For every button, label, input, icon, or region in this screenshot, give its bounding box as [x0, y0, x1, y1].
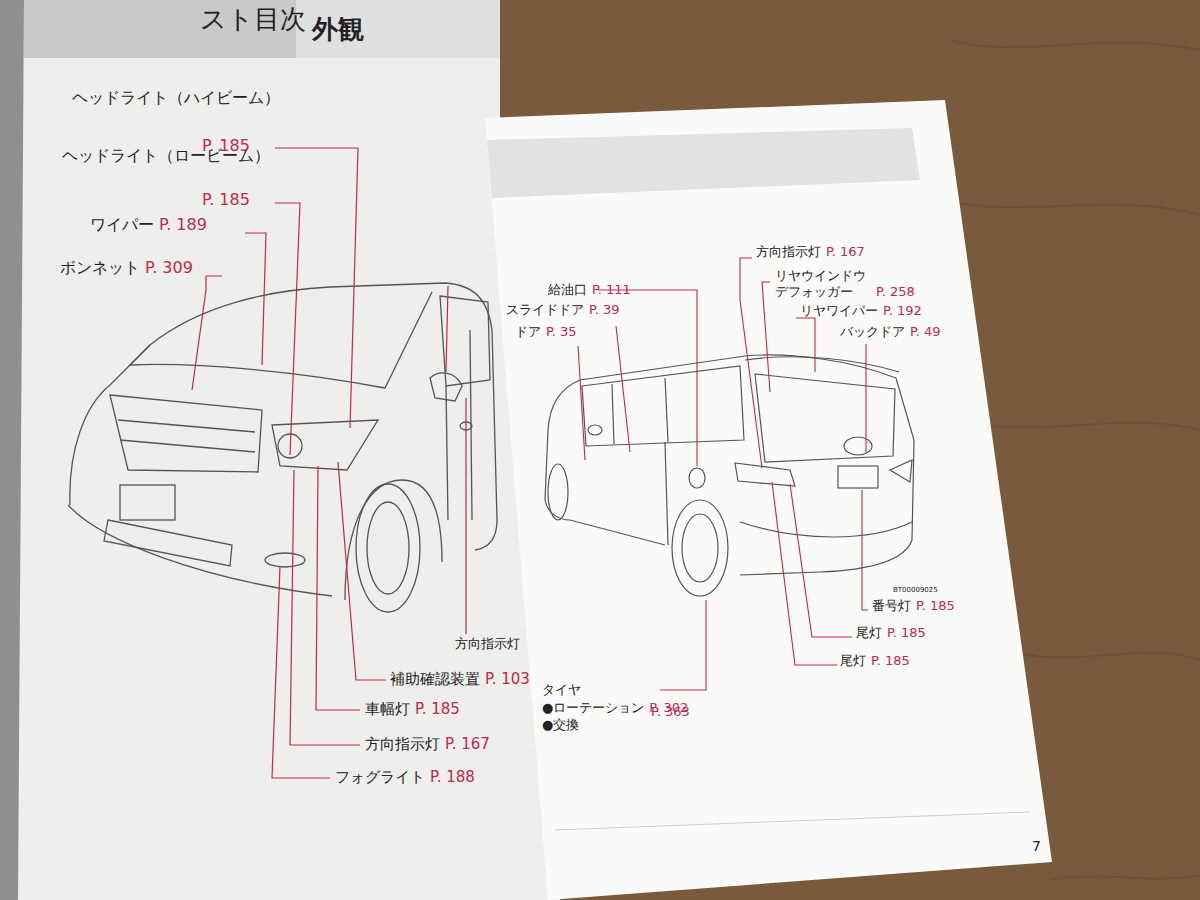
part-name: ●交換 [542, 717, 579, 732]
part-name: フォグライト [335, 768, 425, 786]
page-reference: P. 35 [546, 324, 577, 339]
part-name: タイヤ [542, 682, 581, 697]
page-reference: P. 167 [445, 735, 490, 753]
callout-row: ドア P. 35 [515, 324, 577, 340]
part-name: 方向指示灯 [455, 636, 520, 651]
callout-label: 番号灯 P. 185 [872, 598, 955, 614]
part-name: ヘッドライト（ロービーム） [62, 146, 270, 165]
page-reference: P. 185 [887, 625, 926, 640]
page-reference: P. 185 [871, 653, 910, 668]
callout-row: 番号灯 P. 185 [872, 598, 955, 614]
part-name: 尾灯 [840, 653, 866, 668]
callout-label: ヘッドライト（ハイビーム） [72, 88, 280, 107]
callout-row: 尾灯 P. 185 [856, 625, 926, 641]
page-reference: P. 103 [485, 670, 530, 688]
page-reference: P. 258 [876, 284, 915, 299]
part-name: スト目次 [200, 4, 306, 34]
callout-row: 尾灯 P. 185 [840, 653, 910, 669]
part-name: ドア [515, 324, 541, 339]
callout-row: 方向指示灯 P. 167 [756, 244, 865, 260]
callout-row: ボンネット P. 309 [60, 258, 193, 277]
part-name: リヤウインドウ デフォッガー [775, 268, 871, 299]
callout-label: バックドア P. 49 [840, 324, 941, 340]
callout-label: 方向指示灯 P. 167 [756, 244, 865, 260]
callout-label: 尾灯 P. 185 [856, 625, 926, 641]
callout-row: ヘッドライト（ハイビーム） [72, 88, 280, 107]
callout-row: P. 185 [202, 190, 250, 209]
callout-row: 給油口 P. 111 [548, 282, 631, 298]
part-name: 方向指示灯 [756, 244, 821, 259]
part-name: 番号灯 [872, 598, 911, 613]
part-name: ボンネット [60, 258, 140, 277]
callout-label: 補助確認装置 P. 103 [390, 670, 530, 688]
callout-label: ドア P. 35 [515, 324, 577, 340]
page-reference: P. 39 [589, 302, 620, 317]
page-reference: P. 188 [430, 768, 475, 786]
callout-label: リヤウインドウ デフォッガー P. 258 [775, 268, 915, 299]
callout-row: ワイパー P. 189 [90, 215, 207, 234]
callout-row: スト目次 [200, 4, 306, 35]
callout-label: 尾灯 P. 185 [840, 653, 910, 669]
callout-row: リヤワイパー P. 192 [800, 303, 922, 319]
callout-row: タイヤ [542, 682, 688, 698]
section-header: スト目次 [200, 4, 306, 35]
callout-row: P. 363 [651, 704, 690, 720]
page-reference: P. 185 [916, 598, 955, 613]
callout-row: フォグライト P. 188 [335, 768, 475, 786]
callout-label: 方向指示灯 P. 167 [365, 735, 490, 753]
part-name: リヤワイパー [800, 303, 878, 318]
part-name: スライドドア [506, 302, 584, 317]
callout-label: ワイパー P. 189 [90, 215, 207, 234]
callout-label: スライドドア P. 39 [506, 302, 620, 318]
part-name: 方向指示灯 [365, 735, 440, 753]
part-name: 補助確認装置 [390, 670, 480, 688]
page-reference: P. 185 [202, 190, 250, 209]
title-text: 外観 [312, 14, 364, 44]
page-reference: P. 49 [910, 324, 941, 339]
page-reference: P. 111 [592, 282, 631, 297]
callout-row: 方向指示灯 [455, 636, 520, 652]
callout-label: 車幅灯 P. 185 [365, 700, 460, 718]
callout-label: P. 363 [651, 704, 690, 720]
part-name: ワイパー [90, 215, 154, 234]
part-name: ●ローテーション [542, 700, 644, 715]
callout-label: 給油口 P. 111 [548, 282, 631, 298]
callout-label: ヘッドライト（ロービーム） [62, 146, 270, 165]
page-reference: P. 167 [826, 244, 865, 259]
callout-row: リヤウインドウ デフォッガー P. 258 [775, 268, 915, 299]
part-name: 車幅灯 [365, 700, 410, 718]
page-reference: P. 363 [651, 704, 690, 719]
callout-row: 補助確認装置 P. 103 [390, 670, 530, 688]
callout-label: 7 [1032, 838, 1041, 855]
callout-label: BT00009025 [893, 586, 938, 594]
callout-row: 7 [1032, 838, 1041, 855]
part-name: バックドア [840, 324, 905, 339]
part-name: ヘッドライト（ハイビーム） [72, 88, 280, 107]
page-title: 外観 [312, 14, 364, 45]
callout-label: リヤワイパー P. 192 [800, 303, 922, 319]
page-reference: P. 309 [145, 258, 193, 277]
part-name: BT00009025 [893, 586, 938, 594]
page-reference: P. 185 [415, 700, 460, 718]
callout-row: 車幅灯 P. 185 [365, 700, 460, 718]
callout-row: バックドア P. 49 [840, 324, 941, 340]
page-reference: P. 189 [159, 215, 207, 234]
callout-label: P. 185 [202, 190, 250, 209]
callout-row: ●交換 [542, 717, 688, 733]
callout-row: BT00009025 [893, 586, 938, 594]
part-name: 7 [1032, 838, 1041, 854]
part-name: 尾灯 [856, 625, 882, 640]
callout-row: ヘッドライト（ロービーム） [62, 146, 270, 165]
part-name: 給油口 [548, 282, 587, 297]
callout-row: スライドドア P. 39 [506, 302, 620, 318]
callout-row: 方向指示灯 P. 167 [365, 735, 490, 753]
callout-label: フォグライト P. 188 [335, 768, 475, 786]
callout-label: 方向指示灯 [455, 636, 520, 652]
page-reference: P. 192 [883, 303, 922, 318]
callout-label: ボンネット P. 309 [60, 258, 193, 277]
